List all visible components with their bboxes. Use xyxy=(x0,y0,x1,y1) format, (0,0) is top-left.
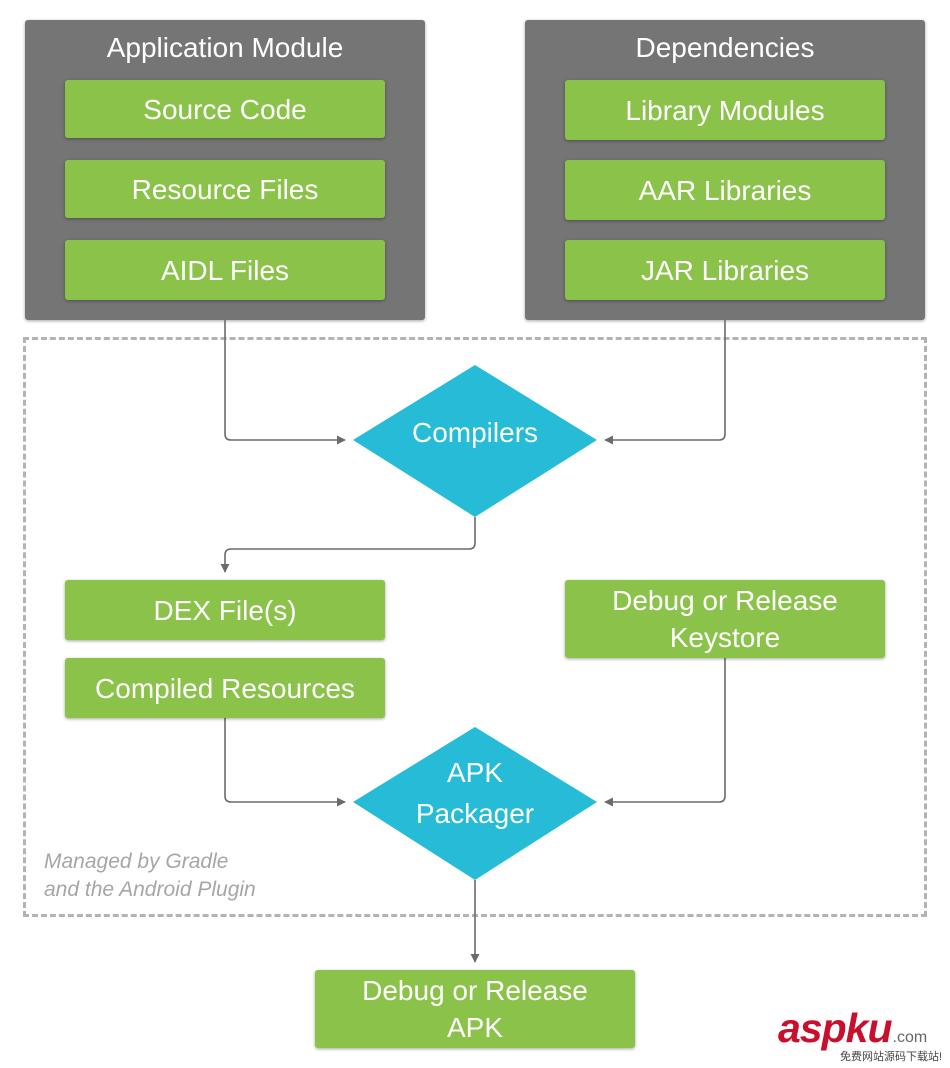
compilers-label: Compilers xyxy=(411,416,539,448)
connector-app-to-compilers xyxy=(224,320,346,445)
site-watermark: aspku .com 免费网站源码下载站! xyxy=(778,1006,950,1066)
dex-files-box: DEX File(s) xyxy=(65,580,385,640)
dependencies-title: Dependencies xyxy=(635,32,815,63)
compilers-diamond xyxy=(353,365,597,517)
aidl-files-box: AIDL Files xyxy=(65,240,385,300)
final-apk-box: Debug or Release APK xyxy=(315,970,635,1048)
managed-by-gradle-note: Managed by Gradle and the Android Plugin xyxy=(44,850,256,901)
connector-compilers-to-dex xyxy=(220,517,476,573)
jar-libraries-box: JAR Libraries xyxy=(565,240,885,300)
watermark-tagline: 免费网站源码下载站! xyxy=(840,1051,943,1063)
apk-packager-diamond xyxy=(353,727,597,880)
resource-files-box: Resource Files xyxy=(65,160,385,218)
connector-resources-to-packager xyxy=(224,718,346,807)
watermark-brand: aspku xyxy=(778,1005,892,1051)
library-modules-box: Library Modules xyxy=(565,80,885,140)
keystore-box: Debug or Release Keystore xyxy=(565,580,885,658)
watermark-domain: .com xyxy=(892,1029,928,1046)
application-module-title: Application Module xyxy=(106,32,344,63)
connector-keystore-to-packager xyxy=(604,658,726,807)
connector-deps-to-compilers xyxy=(604,320,726,445)
apk-packager-label: APK Packager xyxy=(415,757,535,829)
source-code-box: Source Code xyxy=(65,80,385,138)
compiled-resources-box: Compiled Resources xyxy=(65,658,385,718)
aar-libraries-box: AAR Libraries xyxy=(565,160,885,220)
